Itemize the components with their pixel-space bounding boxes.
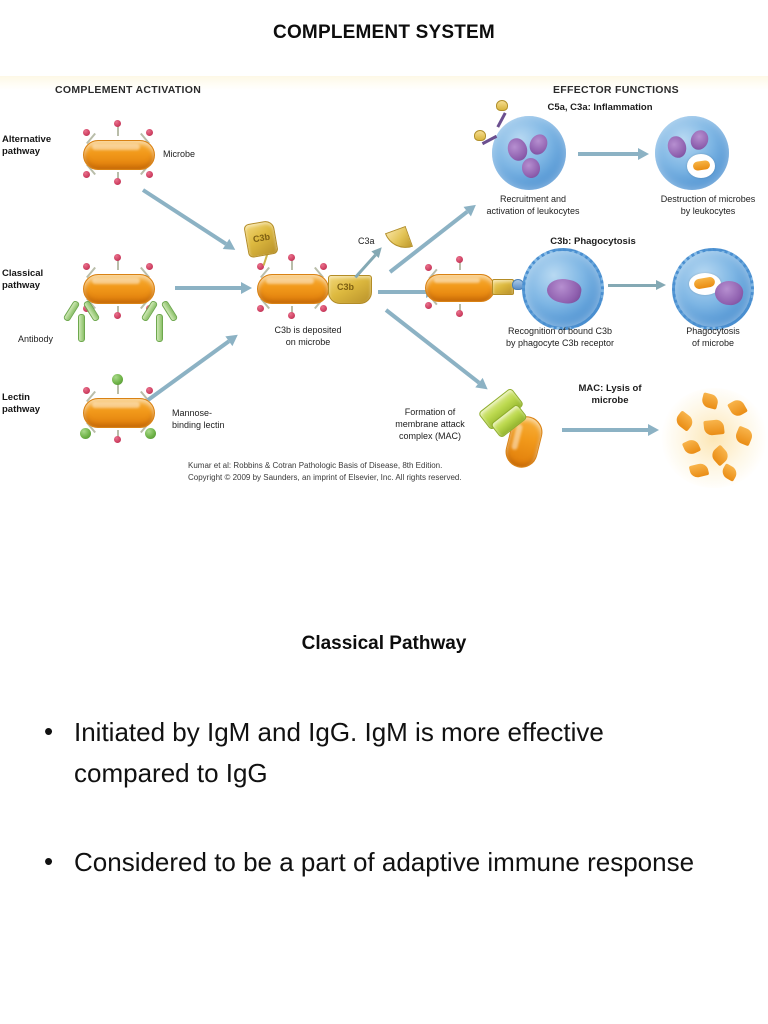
c3a-label: C3a (358, 236, 375, 246)
c3b-label-right: C3b (337, 282, 355, 292)
bullet-text: Initiated by IgM and IgG. IgM is more ef… (74, 717, 604, 788)
caption-destruction-line2: by leukocytes (680, 206, 736, 216)
heading-effector-functions: EFFECTOR FUNCTIONS (553, 84, 679, 96)
list-item: • Initiated by IgM and IgG. IgM is more … (44, 712, 734, 794)
section-title: Classical Pathway (301, 633, 467, 654)
caption-recognition-line2: by phagocyte C3b receptor (505, 338, 615, 348)
antibody-right (140, 298, 179, 342)
caption-mac-line2: membrane attack (395, 419, 465, 429)
caption-phagocytosis-line2: of microbe (691, 338, 735, 348)
microbe-center-c3b-deposited (252, 254, 332, 319)
arrow-recognition-to-phagocytosis (608, 280, 666, 290)
caption-mac-line1: Formation of (404, 407, 456, 417)
pathway-label-alternative-line1: Alternative (2, 134, 52, 145)
microbe-lectin (78, 374, 158, 443)
c3b-on-opsonized-microbe (492, 279, 514, 295)
label-antibody: Antibody (18, 334, 54, 344)
pathway-label-alternative-line2: pathway (2, 146, 41, 157)
c3b-molecule-right (328, 275, 372, 304)
caption-recruitment-line1: Recruitment and (499, 194, 567, 204)
label-microbe: Microbe (163, 149, 196, 159)
figure-credit-line1: Kumar et al: Robbins & Cotran Pathologic… (188, 461, 443, 470)
effector-heading-phagocytosis: C3b: Phagocytosis (550, 236, 636, 247)
antibody-left (62, 298, 101, 342)
effector-heading-inflammation: C5a, C3a: Inflammation (547, 102, 653, 113)
complement-system-diagram: COMPLEMENT ACTIVATION EFFECTOR FUNCTIONS… (0, 76, 768, 500)
arrow-center-to-mac (382, 305, 492, 395)
arrow-inflammation-to-destruction (578, 148, 650, 160)
microbe-fragment (703, 418, 725, 437)
caption-mac-line3: complex (MAC) (398, 431, 461, 441)
pathway-label-classical-line2: pathway (2, 280, 41, 291)
receptor-cap-1 (496, 100, 508, 111)
bullet-marker: • (44, 716, 54, 746)
microbe-alternative (78, 120, 158, 185)
caption-recruitment-line2: activation of leukocytes (486, 206, 580, 216)
arrow-alternative-to-c3b (140, 185, 239, 255)
arrow-mac-to-lysis (562, 424, 660, 436)
arrow-classical-to-c3b (175, 282, 253, 294)
figure-top-band (0, 76, 768, 90)
effector-heading-mac-line1: MAC: Lysis of (578, 383, 642, 394)
receptor-cap-2 (474, 130, 486, 141)
leukocyte-recruited (492, 116, 566, 190)
leukocyte-destroying (655, 116, 729, 190)
bullet-marker: • (44, 846, 54, 876)
phagocyte-ingesting (672, 248, 754, 330)
label-mannose-binding-lectin-line1: Mannose- (172, 408, 213, 418)
caption-phagocytosis-line1: Phagocytosis (686, 326, 740, 336)
label-mannose-binding-lectin-line2: binding lectin (172, 420, 225, 430)
bullet-list: • Initiated by IgM and IgG. IgM is more … (44, 712, 734, 931)
figure-credit-line2: Copyright © 2009 by Saunders, an imprint… (188, 473, 462, 482)
phagocyte-recognizing (522, 248, 604, 330)
caption-c3b-deposited-line1: C3b is deposited (274, 325, 342, 335)
list-item: • Considered to be a part of adaptive im… (44, 842, 734, 883)
microbe-opsonized (420, 256, 500, 317)
caption-c3b-deposited-line2: on microbe (285, 337, 331, 347)
effector-heading-mac-line2: microbe (591, 395, 629, 406)
pathway-label-lectin-line2: pathway (2, 404, 41, 415)
pathway-label-classical-line1: Classical (2, 268, 44, 279)
microbe-classical (78, 254, 158, 319)
caption-recognition-line1: Recognition of bound C3b (507, 326, 613, 336)
page-title: COMPLEMENT SYSTEM (273, 22, 495, 43)
bullet-text: Considered to be a part of adaptive immu… (74, 847, 695, 877)
pathway-label-lectin-line1: Lectin (2, 392, 30, 403)
caption-destruction-line1: Destruction of microbes (660, 194, 756, 204)
heading-complement-activation: COMPLEMENT ACTIVATION (55, 84, 202, 96)
